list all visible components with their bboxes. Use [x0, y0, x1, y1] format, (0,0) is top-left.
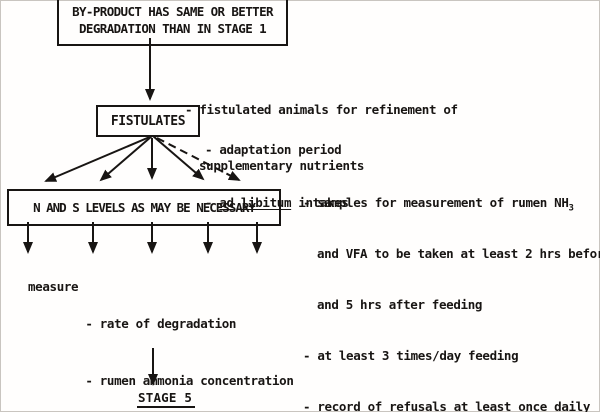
note-ad-libitum-line: - ad libitum intakes — [205, 194, 349, 212]
measure-label: measure — [28, 279, 86, 294]
measure-item-degradation: - rate of degradation — [85, 316, 237, 332]
note-fistulated-animals: - fistulated animals for refinement of s… — [185, 64, 458, 212]
samples-line1-text: - samples for measurement of rumen NH — [303, 195, 569, 210]
measure-items: - rate of degradation - rumen ammonia co… — [85, 278, 293, 412]
adlib-word2: libitum — [240, 194, 292, 210]
adlib-dash: - — [205, 194, 220, 210]
note-fistulated-line1: - fistulated animals for refinement of — [185, 102, 458, 117]
measure-list: measure - rate of degradation - rumen am… — [28, 278, 294, 412]
note-adaptation-line1: - adaptation period — [205, 142, 342, 157]
box-byproduct-line2: DEGRADATION THAN IN STAGE 1 — [79, 21, 267, 36]
fan-arrow-2 — [99, 135, 153, 182]
box-n-and-s-label: N AND S LEVELS AS MAY BE NECESSARY — [33, 200, 256, 215]
fan-arrow-4 — [152, 135, 205, 181]
samples-line4: - at least 3 times/day feeding — [303, 348, 519, 363]
samples-line3: and 5 hrs after feeding — [317, 297, 483, 312]
samples-line2: and VFA to be taken at least 2 hrs befor… — [317, 246, 600, 261]
box-fistulates: FISTULATES — [96, 105, 200, 137]
note-sampling-protocol: - samples for measurement of rumen NH3 a… — [303, 160, 600, 412]
samples-line1: - samples for measurement of rumen NH3 — [303, 194, 600, 214]
box-n-and-s-levels: N AND S LEVELS AS MAY BE NECESSARY — [7, 189, 281, 226]
measure-item-ammonia: - rumen ammonia concentration — [85, 372, 294, 388]
fan-arrow-1 — [44, 135, 153, 182]
box-byproduct-degradation: BY-PRODUCT HAS SAME OR BETTER DEGRADATIO… — [57, 0, 288, 46]
nh3-subscript: 3 — [568, 203, 574, 214]
samples-line5: - record of refusals at least once daily — [303, 399, 591, 412]
adlib-word1: ad — [219, 194, 234, 210]
stage-5-label: STAGE 5 — [137, 390, 196, 408]
fan-arrow-dashed — [156, 137, 241, 181]
note-fistulated-line2: supplementary nutrients — [199, 157, 365, 173]
box-fistulates-label: FISTULATES — [110, 113, 186, 129]
note-adaptation: - adaptation period - ad libitum intakes — [205, 106, 349, 246]
adlib-rest: intakes — [291, 194, 349, 210]
box-byproduct-line1: BY-PRODUCT HAS SAME OR BETTER — [72, 4, 273, 19]
